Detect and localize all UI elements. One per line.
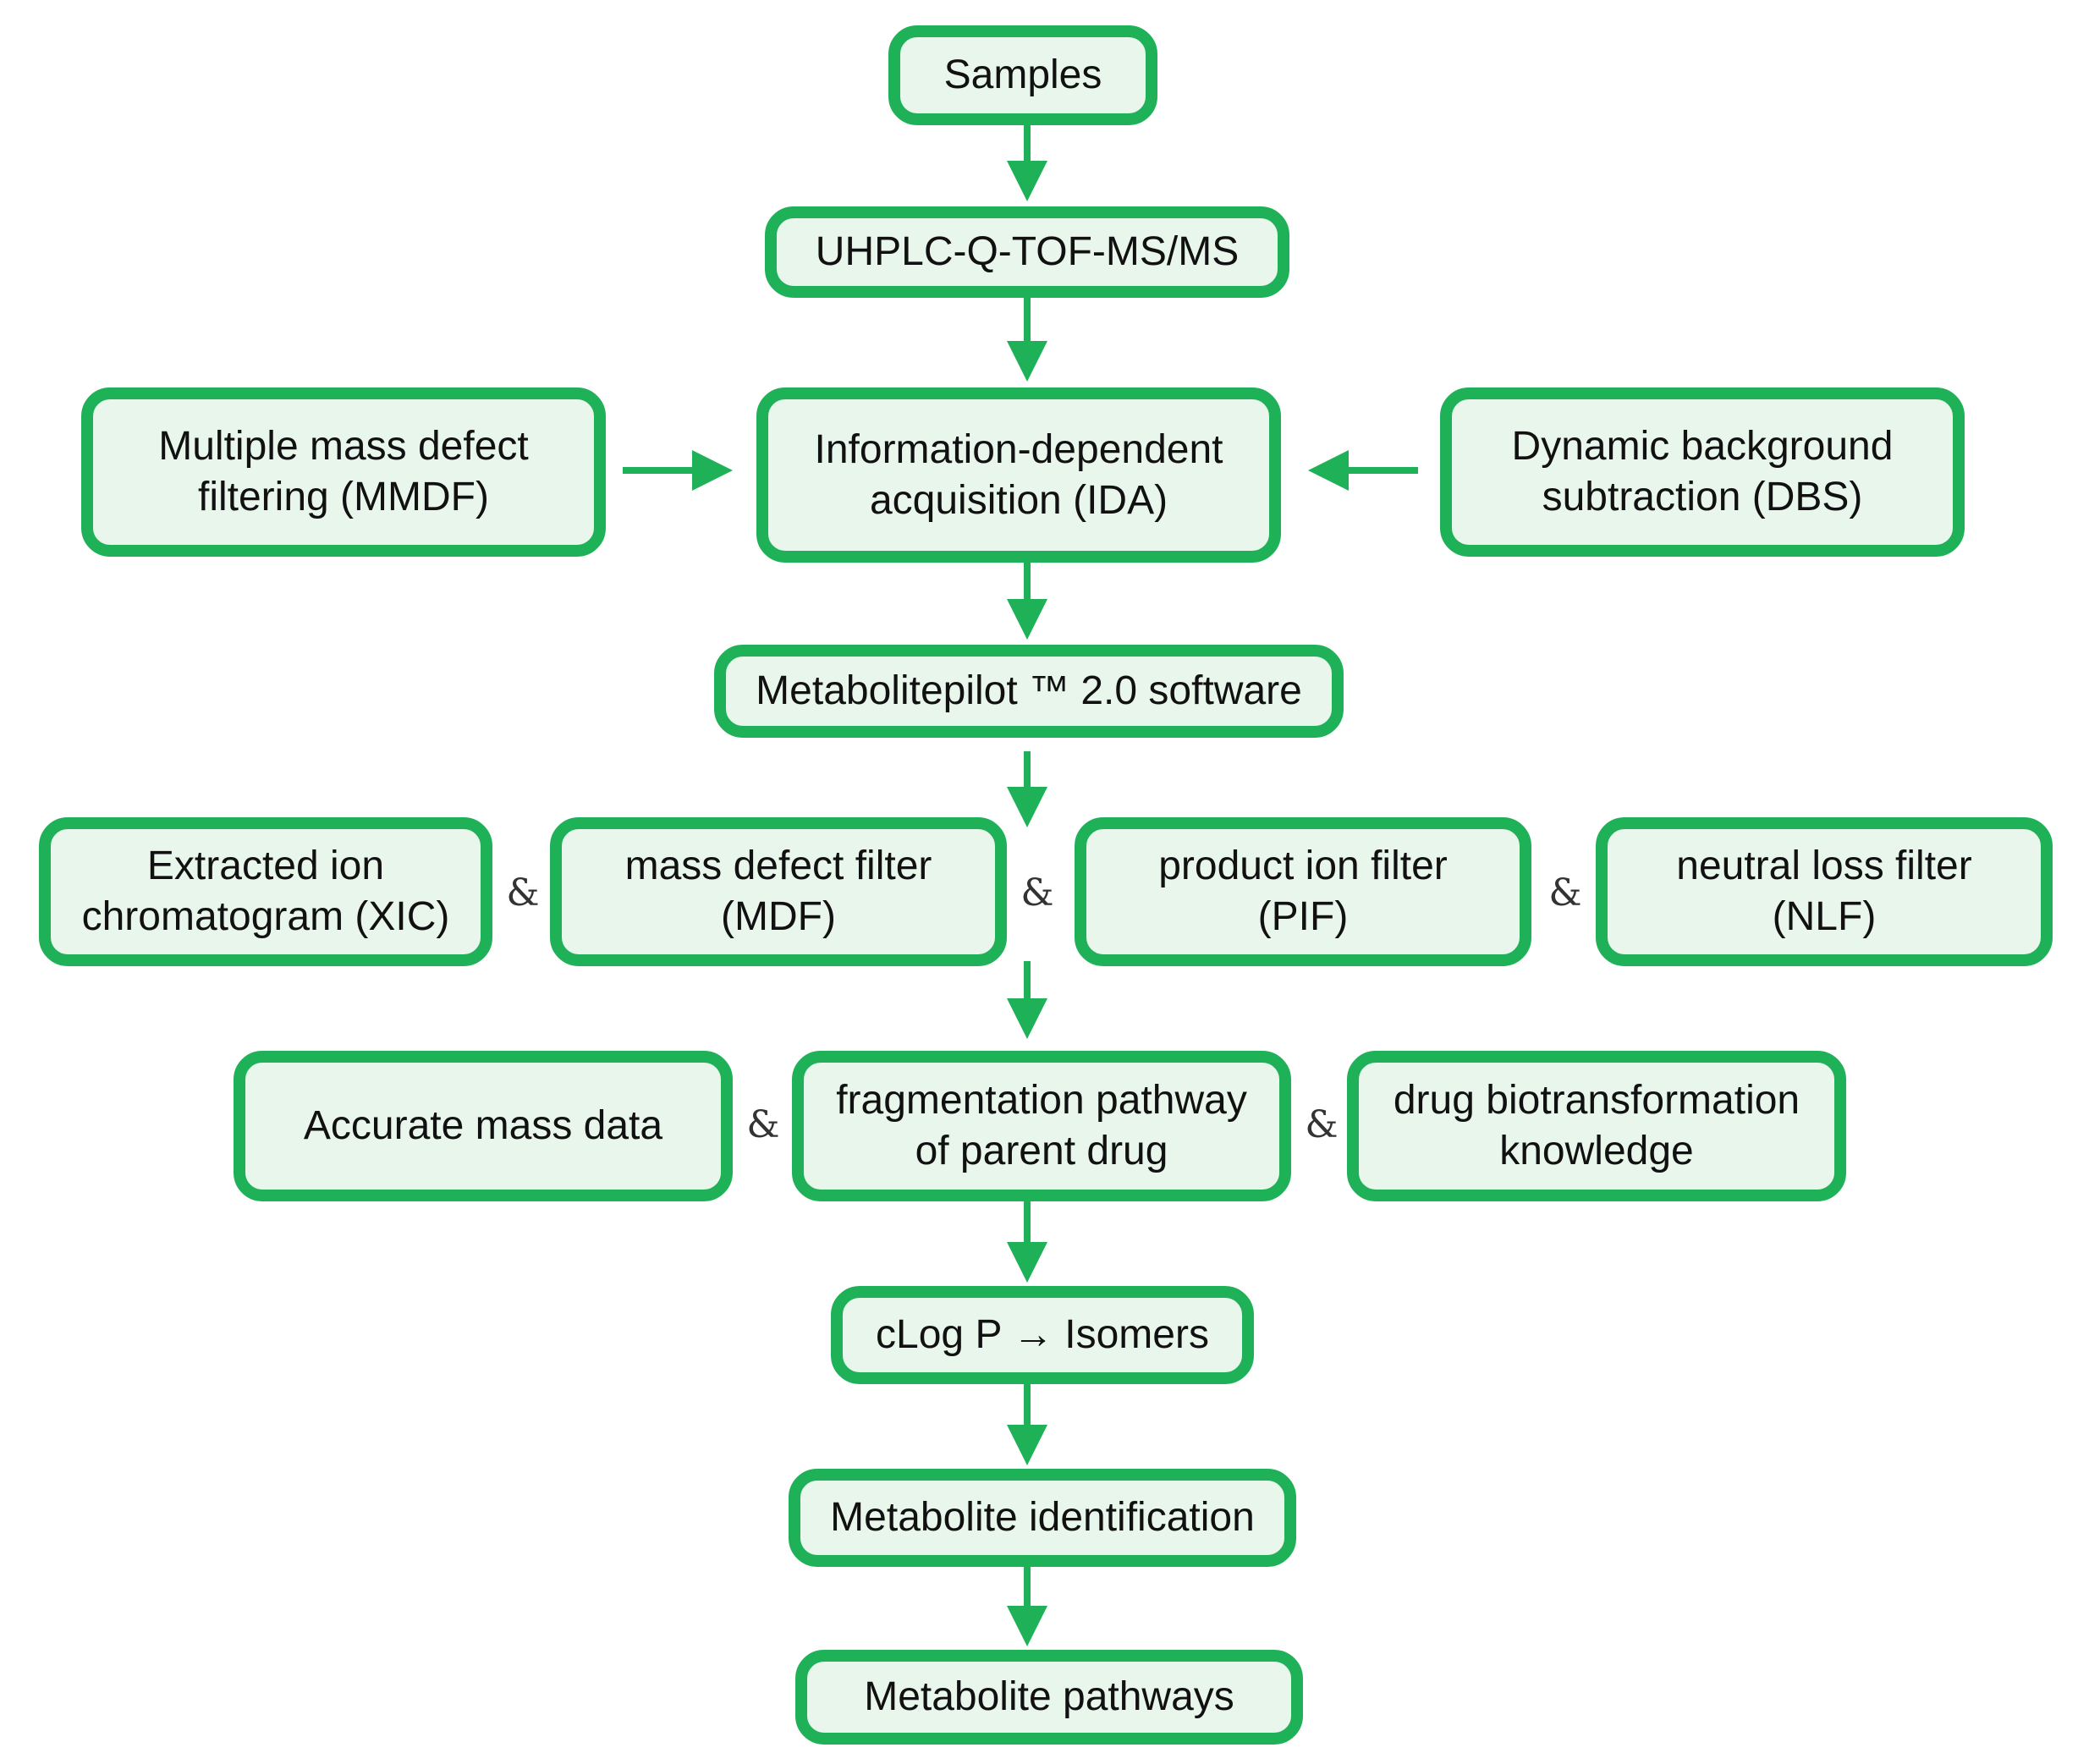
nlf-box: neutral loss filter (NLF) [1596,817,2053,966]
ampersand-1: & [506,871,540,915]
ampersand-4: & [746,1103,780,1146]
samples-box: Samples [888,25,1157,125]
ampersand-5: & [1305,1103,1339,1146]
identification-box: Metabolite identification [789,1469,1296,1567]
mmdf-label: Multiple mass defect filtering (MMDF) [158,424,529,519]
identification-label: Metabolite identification [830,1495,1255,1540]
ida-box: Information-dependent acquisition (IDA) [756,387,1281,563]
xic-label: Extracted ion chromatogram (XIC) [81,844,450,939]
ampersand-2: & [1020,871,1054,915]
pif-label: product ion filter (PIF) [1158,844,1448,939]
nlf-label: neutral loss filter (NLF) [1676,844,1972,939]
xic-box: Extracted ion chromatogram (XIC) [39,817,492,966]
ampersand-3: & [1548,871,1582,915]
software-box: Metabolitepilot ™ 2.0 software [714,645,1344,738]
mdf-box: mass defect filter (MDF) [550,817,1007,966]
pathways-label: Metabolite pathways [864,1674,1234,1719]
mdf-label: mass defect filter (MDF) [624,844,932,939]
samples-label: Samples [943,52,1102,97]
pathways-box: Metabolite pathways [795,1650,1303,1745]
accurate-mass-label: Accurate mass data [303,1103,663,1148]
clogp-box: cLog P → Isomers [831,1286,1254,1384]
ida-label: Information-dependent acquisition (IDA) [814,426,1223,523]
mmdf-box: Multiple mass defect filtering (MMDF) [81,387,606,557]
fragmentation-label: fragmentation pathway of parent drug [836,1078,1247,1173]
pif-box: product ion filter (PIF) [1075,817,1531,966]
uhplc-label: UHPLC-Q-TOF-MS/MS [815,229,1240,274]
accurate-mass-box: Accurate mass data [234,1051,733,1201]
biotransformation-label: drug biotransformation knowledge [1393,1078,1800,1173]
dbs-box: Dynamic background subtraction (DBS) [1440,387,1965,557]
biotransformation-box: drug biotransformation knowledge [1347,1051,1846,1201]
software-label: Metabolitepilot ™ 2.0 software [756,668,1302,713]
dbs-label: Dynamic background subtraction (DBS) [1511,424,1894,519]
fragmentation-box: fragmentation pathway of parent drug [792,1051,1291,1201]
clogp-label: cLog P → Isomers [876,1312,1209,1357]
uhplc-box: UHPLC-Q-TOF-MS/MS [765,206,1289,298]
